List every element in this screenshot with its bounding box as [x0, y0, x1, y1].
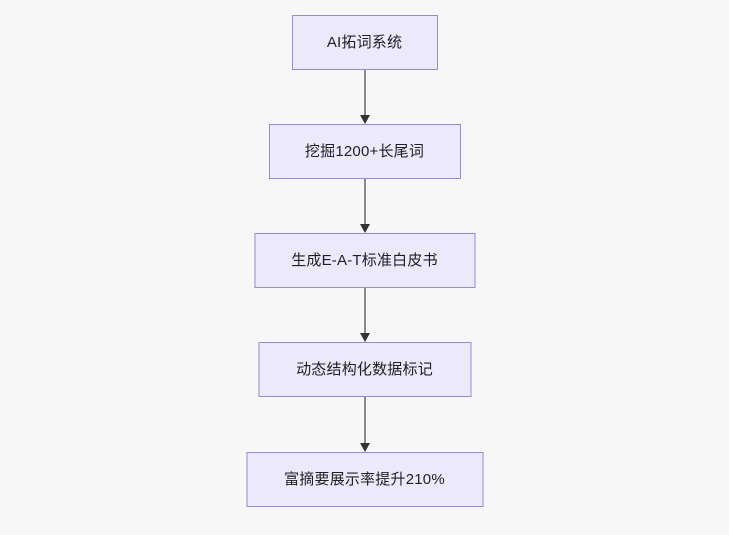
flowchart-node-3-label: 生成E-A-T标准白皮书: [291, 252, 438, 269]
edge-line: [363, 179, 366, 225]
flowchart-node-2-label: 挖掘1200+长尾词: [304, 143, 425, 160]
down-arrow-icon: [359, 115, 370, 124]
flowchart-node-5[interactable]: 富摘要展示率提升210%: [246, 452, 483, 507]
down-arrow-icon: [359, 443, 370, 452]
flowchart-node-1-label: AI拓词系统: [326, 34, 403, 51]
flowchart-node-1[interactable]: AI拓词系统: [291, 15, 438, 70]
flowchart-edge-1-to-2: [358, 70, 372, 124]
flowchart-edge-4-to-5: [358, 397, 372, 452]
flowchart-node-5-label: 富摘要展示率提升210%: [284, 471, 445, 488]
edge-line: [363, 397, 366, 444]
flowchart-node-4-label: 动态结构化数据标记: [296, 361, 433, 378]
flowchart-edge-3-to-4: [358, 288, 372, 342]
flowchart-node-4[interactable]: 动态结构化数据标记: [258, 342, 471, 397]
edge-line: [363, 288, 366, 334]
down-arrow-icon: [359, 224, 370, 233]
flowchart-node-3[interactable]: 生成E-A-T标准白皮书: [254, 233, 475, 288]
flowchart-edge-2-to-3: [358, 179, 372, 233]
flowchart-node-2[interactable]: 挖掘1200+长尾词: [268, 124, 461, 179]
down-arrow-icon: [359, 333, 370, 342]
edge-line: [363, 70, 366, 116]
